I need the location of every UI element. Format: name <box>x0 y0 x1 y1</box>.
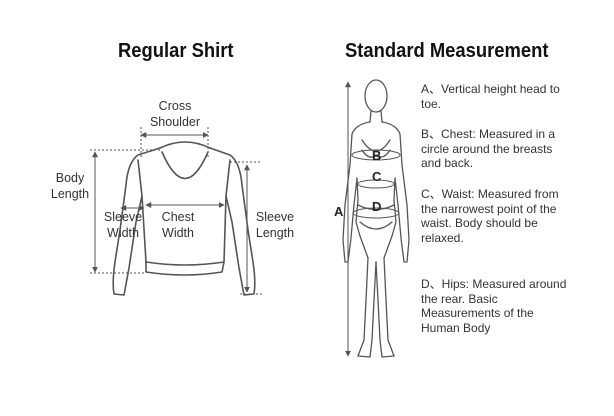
note-d-key: D、 <box>421 277 442 291</box>
note-a-key: A、 <box>421 82 442 96</box>
measurement-title: Standard Measurement <box>345 40 549 62</box>
figure-letter-d: D <box>372 199 382 214</box>
note-b-key: B、 <box>421 127 442 141</box>
human-figure <box>342 79 410 358</box>
body-length-label: Body Length <box>50 171 90 201</box>
note-c-text: Waist: Measured from the narrowest point… <box>421 187 559 245</box>
note-b-text: Chest: Measured in a circle around the b… <box>421 127 556 170</box>
note-c: C、Waist: Measured from the narrowest poi… <box>421 187 571 245</box>
figure-letter-a: A <box>334 204 344 219</box>
figure-measurements <box>345 81 401 357</box>
note-b: B、Chest: Measured in a circle around the… <box>421 127 571 171</box>
shirt-measurements <box>90 127 262 295</box>
cross-shoulder-label: Cross Shoulder <box>149 99 201 129</box>
note-a-text: Vertical height head to toe. <box>421 82 560 111</box>
sleeve-width-label: Sleeve Width <box>103 210 143 240</box>
shirt-title: Regular Shirt <box>118 40 234 62</box>
sleeve-length-label: Sleeve Length <box>255 210 295 240</box>
figure-letter-b: B <box>372 148 382 163</box>
note-d: D、Hips: Measured around the rear. Basic … <box>421 277 571 335</box>
note-d-text: Hips: Measured around the rear. Basic Me… <box>421 277 567 335</box>
note-a: A、Vertical height head to toe. <box>421 82 571 111</box>
note-c-key: C、 <box>421 187 442 201</box>
figure-letter-c: C <box>372 169 382 184</box>
chest-width-label: Chest Width <box>161 210 195 240</box>
